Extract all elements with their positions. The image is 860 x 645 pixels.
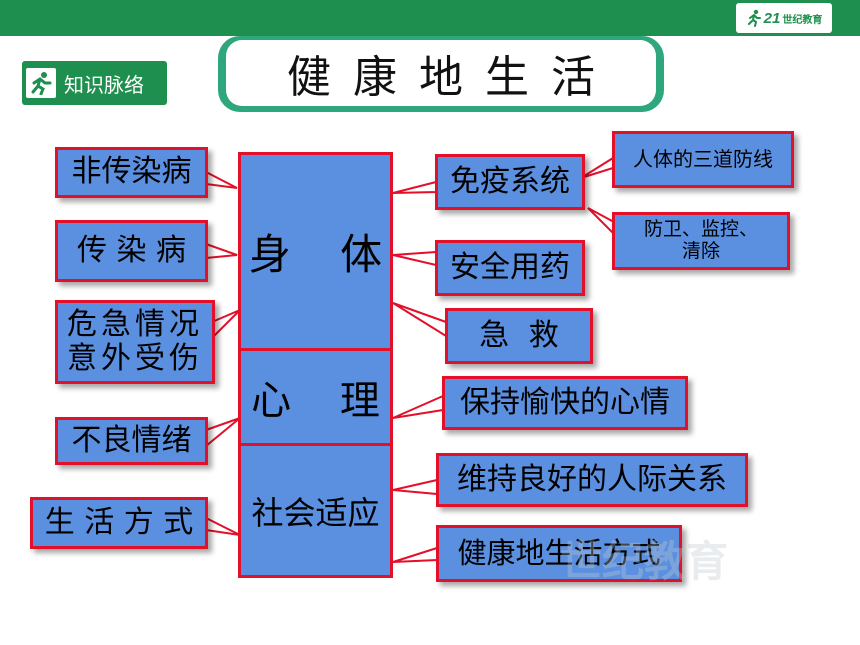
arrow-noncommunicable (205, 170, 238, 189)
node-immune-label: 免疫系统 (450, 163, 570, 199)
node-emergency: 危急情况 意外受伤 (55, 300, 215, 384)
arrow-immune (392, 180, 437, 194)
node-three-lines: 人体的三道防线 (612, 131, 794, 188)
arrow-three-lines (580, 156, 614, 179)
page-title: 健康地生活 (287, 52, 617, 103)
node-communicable-label: 传 染 病 (76, 232, 187, 268)
arrow-first-aid (392, 302, 447, 338)
node-relations-label: 维持良好的人际关系 (457, 461, 727, 497)
watermark: 世纪教育 (560, 537, 729, 586)
center-body: 身 体 (238, 152, 393, 351)
arrow-communicable (205, 242, 238, 260)
top-bar: 21 世纪教育 (0, 0, 860, 36)
node-functions-label: 防卫、监控、 清除 (643, 218, 758, 262)
node-functions: 防卫、监控、 清除 (612, 212, 790, 270)
node-relations: 维持良好的人际关系 (436, 453, 748, 507)
node-bad-mood: 不良情绪 (55, 417, 208, 465)
node-three-lines-label: 人体的三道防线 (633, 147, 773, 171)
node-lifestyle: 生 活 方 式 (30, 497, 208, 549)
badge-label: 知识脉络 (64, 72, 144, 97)
center-body-label: 身 体 (248, 230, 383, 279)
arrow-relations (392, 478, 438, 496)
node-noncommunicable: 非传染病 (55, 147, 208, 198)
node-bad-mood-label: 不良情绪 (71, 422, 192, 458)
running-man-icon (747, 9, 761, 27)
arrow-lifestyle (205, 516, 241, 536)
logo-text: 世纪教育 (782, 14, 823, 26)
node-immune: 免疫系统 (435, 154, 585, 210)
node-medication-label: 安全用药 (450, 249, 570, 285)
node-first-aid: 急 救 (445, 308, 593, 364)
node-happy-mood: 保持愉快的心情 (442, 376, 688, 430)
logo-number: 21 (763, 9, 781, 27)
node-first-aid-label: 急 救 (479, 317, 559, 353)
title-frame: 健康地生活 (218, 36, 664, 112)
node-noncommunicable-label: 非传染病 (71, 154, 192, 190)
center-mind: 心 理 (238, 348, 393, 446)
arrow-happy-mood (392, 394, 444, 419)
node-lifestyle-label: 生 活 方 式 (44, 504, 194, 540)
arrow-healthy-lifestyle (392, 546, 438, 563)
center-social: 社会适应 (238, 443, 393, 578)
knowledge-badge: 知识脉络 (22, 61, 167, 105)
node-healthy-lifestyle-label: 健康地生活方式 (457, 535, 661, 570)
node-emergency-label: 危急情况 意外受伤 (67, 306, 203, 376)
center-mind-label: 心 理 (251, 378, 380, 424)
node-communicable: 传 染 病 (55, 220, 208, 282)
arrow-medication (392, 250, 437, 267)
arrow-functions (587, 207, 615, 237)
brand-logo: 21 世纪教育 (736, 3, 832, 33)
arrow-bad-mood (205, 417, 241, 449)
arrow-emergency (211, 309, 241, 341)
node-medication: 安全用药 (435, 240, 585, 296)
node-happy-mood-label: 保持愉快的心情 (460, 384, 670, 420)
title-box: 健康地生活 (226, 40, 656, 106)
node-healthy-lifestyle: 健康地生活方式 (436, 525, 682, 582)
running-man-icon (26, 68, 56, 98)
center-social-label: 社会适应 (251, 493, 380, 532)
